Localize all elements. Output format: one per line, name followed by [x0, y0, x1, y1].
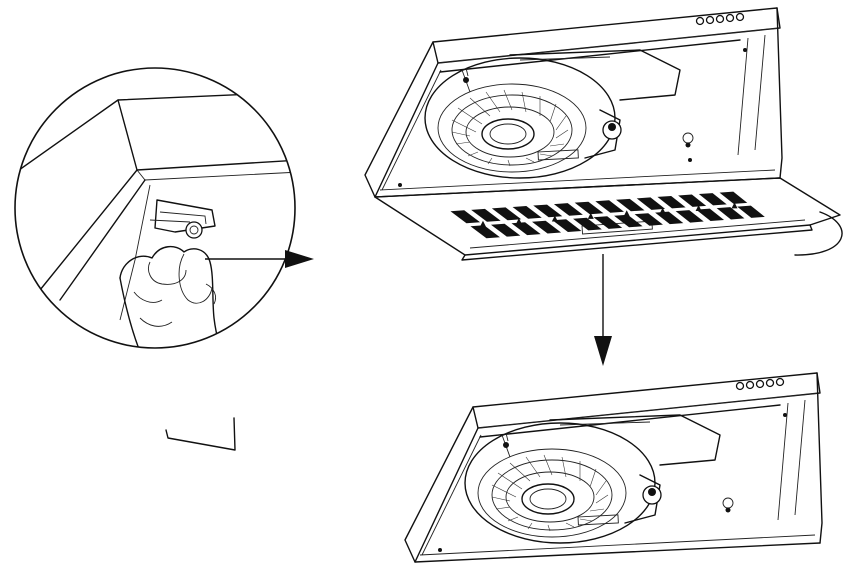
filter-slot — [532, 220, 562, 234]
filter-slot — [675, 210, 704, 223]
filter-slot — [593, 216, 623, 229]
filter-slot — [491, 207, 522, 221]
filter-slot — [616, 198, 645, 212]
slot-marker — [587, 212, 594, 219]
slot-marker — [695, 204, 702, 211]
slot-marker — [659, 207, 666, 214]
filter-slot — [573, 217, 602, 231]
slot-marker — [515, 218, 522, 225]
filter-slot — [737, 205, 765, 218]
filter-slot — [450, 210, 481, 224]
filter-slot — [574, 201, 604, 215]
slot-marker — [623, 210, 630, 217]
detail-zoom-panel — [14, 67, 296, 451]
arrow-down-icon — [594, 254, 612, 366]
swing-arc-icon — [794, 211, 843, 256]
filter-slot — [471, 208, 501, 222]
fan-assembly — [424, 49, 681, 179]
hand-outline — [119, 245, 237, 348]
hood-panel-closed — [404, 372, 823, 563]
filter-slot — [490, 223, 521, 237]
zoom-contents — [15, 91, 295, 348]
filter-slot — [511, 222, 541, 236]
filter-slot — [470, 225, 500, 239]
slot-marker — [551, 215, 558, 222]
filter-slot — [655, 211, 684, 225]
filter-slots — [450, 191, 765, 239]
filter-slot — [512, 205, 542, 219]
slot-marker — [731, 202, 738, 209]
filter-slot — [657, 195, 686, 209]
filter-slot — [678, 194, 707, 207]
hood-panel-open — [364, 7, 843, 261]
filter-slot — [553, 203, 583, 216]
filter-slot — [595, 200, 624, 213]
latch-bracket — [154, 199, 216, 233]
filter-slot — [719, 191, 748, 204]
filter-slot — [696, 208, 725, 222]
magnifier-circle-icon — [14, 67, 296, 349]
control-buttons — [695, 12, 745, 26]
filter-slot — [636, 197, 666, 210]
filter-slot — [698, 193, 727, 206]
filter-slot — [552, 219, 582, 232]
arrow-right-icon — [205, 250, 314, 268]
filter-slot — [634, 213, 663, 226]
filter-slot — [533, 204, 563, 218]
filter-panel-open — [374, 177, 841, 261]
filter-slot — [716, 207, 745, 220]
filter-slot — [614, 214, 643, 228]
latch-knob — [185, 221, 203, 239]
slot-marker — [479, 220, 486, 227]
